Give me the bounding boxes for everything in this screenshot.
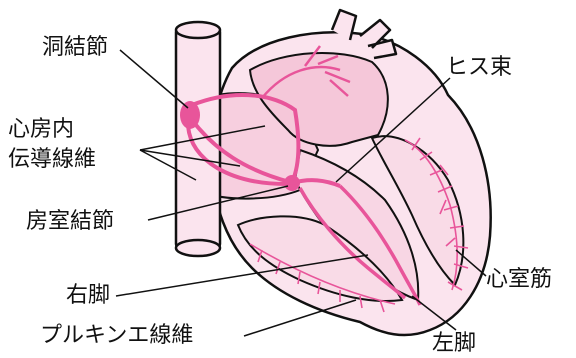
label-left-bundle: 左脚: [432, 330, 476, 358]
label-his-bundle: ヒス束: [446, 54, 512, 82]
label-right-bundle: 右脚: [66, 282, 110, 310]
leader-purkinje: [244, 300, 356, 336]
label-ventricular-muscle: 心室筋: [486, 266, 552, 294]
vena-cava: [176, 28, 220, 248]
label-sinoatrial-node: 洞結節: [42, 34, 108, 62]
vena-cava-bottom: [176, 240, 220, 256]
label-internodal-line2: 伝導線維: [8, 146, 96, 174]
vena-cava-top: [176, 22, 220, 38]
label-purkinje: プルキンエ線維: [40, 322, 193, 350]
label-av-node: 房室結節: [26, 208, 114, 236]
label-internodal-line1: 心房内: [8, 116, 74, 144]
